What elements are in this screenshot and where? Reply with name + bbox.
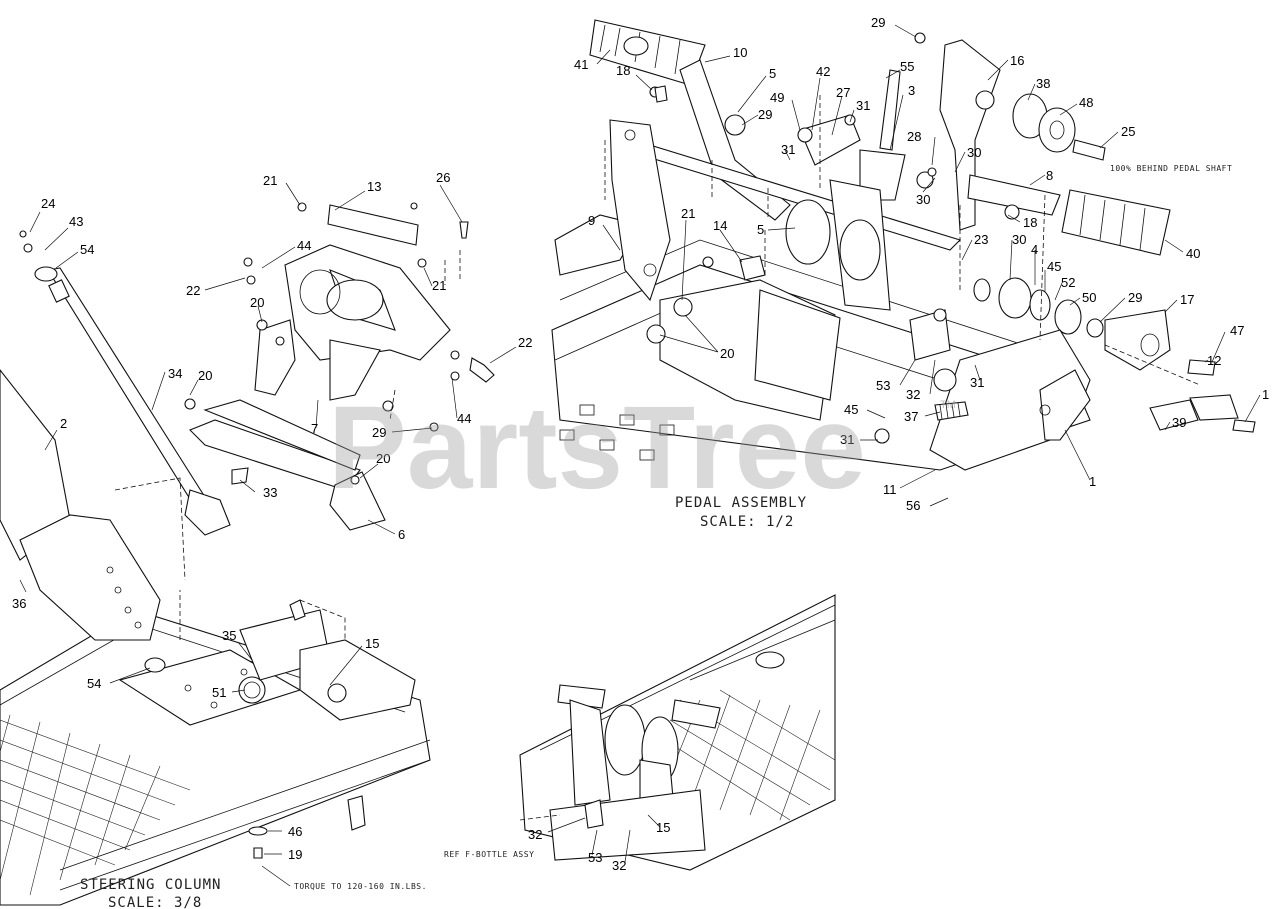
callout: 5 [757, 222, 764, 237]
callout: 21 [681, 206, 695, 221]
callout: 11 [883, 482, 897, 497]
callout: 9 [588, 213, 595, 228]
callout: 31 [856, 98, 870, 113]
callout: 33 [263, 485, 277, 500]
callout: 30 [916, 192, 930, 207]
callout: 22 [186, 283, 200, 298]
callout: 32 [906, 387, 920, 402]
callout: 4 [1031, 242, 1038, 257]
callout: 14 [713, 218, 727, 233]
callout: 40 [1186, 246, 1200, 261]
callout: 31 [781, 142, 795, 157]
callout: 47 [1230, 323, 1244, 338]
pedal-callouts: 41 18 10 5 29 42 49 27 31 55 3 29 16 38 … [574, 15, 1269, 513]
callout: 3 [908, 83, 915, 98]
callout: 7 [311, 421, 318, 436]
callout: 15 [656, 820, 670, 835]
callout: 45 [844, 402, 858, 417]
callout: 1 [1262, 387, 1269, 402]
callout: 46 [288, 824, 302, 839]
callout: 25 [1121, 124, 1135, 139]
callout: 36 [12, 596, 26, 611]
callout: 13 [367, 179, 381, 194]
floor-grid [0, 714, 191, 896]
callout: 31 [840, 432, 854, 447]
callout: 56 [906, 498, 920, 513]
callout: 43 [69, 214, 83, 229]
behind-pedal-note: 100% BEHIND PEDAL SHAFT [1110, 164, 1232, 173]
callout: 31 [970, 375, 984, 390]
callout: 30 [1012, 232, 1026, 247]
callout: 44 [297, 238, 311, 253]
callout: 32 [612, 858, 626, 873]
callout: 29 [758, 107, 772, 122]
steering-column-scale: SCALE: 3/8 [108, 895, 202, 909]
watermark-tm: TM [940, 399, 956, 411]
callout: 27 [836, 85, 850, 100]
bracket-callouts: 21 13 26 44 22 20 21 22 7 29 44 20 33 20… [186, 170, 532, 542]
callout: 32 [528, 827, 542, 842]
watermark-logo: PartsTree [328, 382, 866, 514]
callout: 18 [1023, 215, 1037, 230]
inset-callouts: 32 53 32 15 [528, 820, 670, 873]
callout: 28 [907, 129, 921, 144]
callout: 22 [518, 335, 532, 350]
callout: 17 [1180, 292, 1194, 307]
callout: 19 [288, 847, 302, 862]
callout: 54 [80, 242, 94, 257]
callout: 20 [198, 368, 212, 383]
callout: 49 [770, 90, 784, 105]
callout: 20 [376, 451, 390, 466]
steering-callouts: 24 43 54 2 34 36 54 51 35 15 46 19 [12, 196, 379, 862]
callout: 30 [967, 145, 981, 160]
callout: 52 [1061, 275, 1075, 290]
callout: 6 [398, 527, 405, 542]
callout: 12 [1207, 353, 1221, 368]
callout: 55 [900, 59, 914, 74]
callout: 2 [60, 416, 67, 431]
steering-column-drawing [0, 230, 431, 906]
callout: 37 [904, 409, 918, 424]
callout: 42 [816, 64, 830, 79]
callout: 34 [168, 366, 182, 381]
callout: 50 [1082, 290, 1096, 305]
callout: 21 [263, 173, 277, 188]
callout: 18 [616, 63, 630, 78]
inset-view-drawing [519, 594, 836, 871]
callout: 29 [372, 425, 386, 440]
leader-lines [19, 24, 1261, 887]
callout: 20 [720, 346, 734, 361]
callout: 35 [222, 628, 236, 643]
callout: 21 [432, 278, 446, 293]
callout: 5 [769, 66, 776, 81]
callout: 1 [1089, 474, 1096, 489]
callout: 29 [1128, 290, 1142, 305]
callout: 53 [876, 378, 890, 393]
torque-note: TORQUE TO 120-160 IN.LBS. [294, 882, 427, 891]
callout: 54 [87, 676, 101, 691]
pedal-assembly-title: PEDAL ASSEMBLY [675, 495, 807, 511]
callout: 51 [212, 685, 226, 700]
callout: 53 [588, 850, 602, 865]
callout: 48 [1079, 95, 1093, 110]
callout: 45 [1047, 259, 1061, 274]
bottle-note: REF F-BOTTLE ASSY [444, 850, 534, 859]
callout: 29 [871, 15, 885, 30]
pedal-assembly-scale: SCALE: 1/2 [700, 514, 794, 530]
callout: 20 [250, 295, 264, 310]
callout: 24 [41, 196, 55, 211]
callout: 23 [974, 232, 988, 247]
callout: 16 [1010, 53, 1024, 68]
callout: 44 [457, 411, 471, 426]
steering-column-title: STEERING COLUMN [80, 877, 221, 893]
callout: 8 [1046, 168, 1053, 183]
callout: 39 [1172, 415, 1186, 430]
callout: 41 [574, 57, 588, 72]
callout: 38 [1036, 76, 1050, 91]
bracket-drawing [184, 202, 495, 531]
callout: 10 [733, 45, 747, 60]
callout: 15 [365, 636, 379, 651]
callout: 26 [436, 170, 450, 185]
